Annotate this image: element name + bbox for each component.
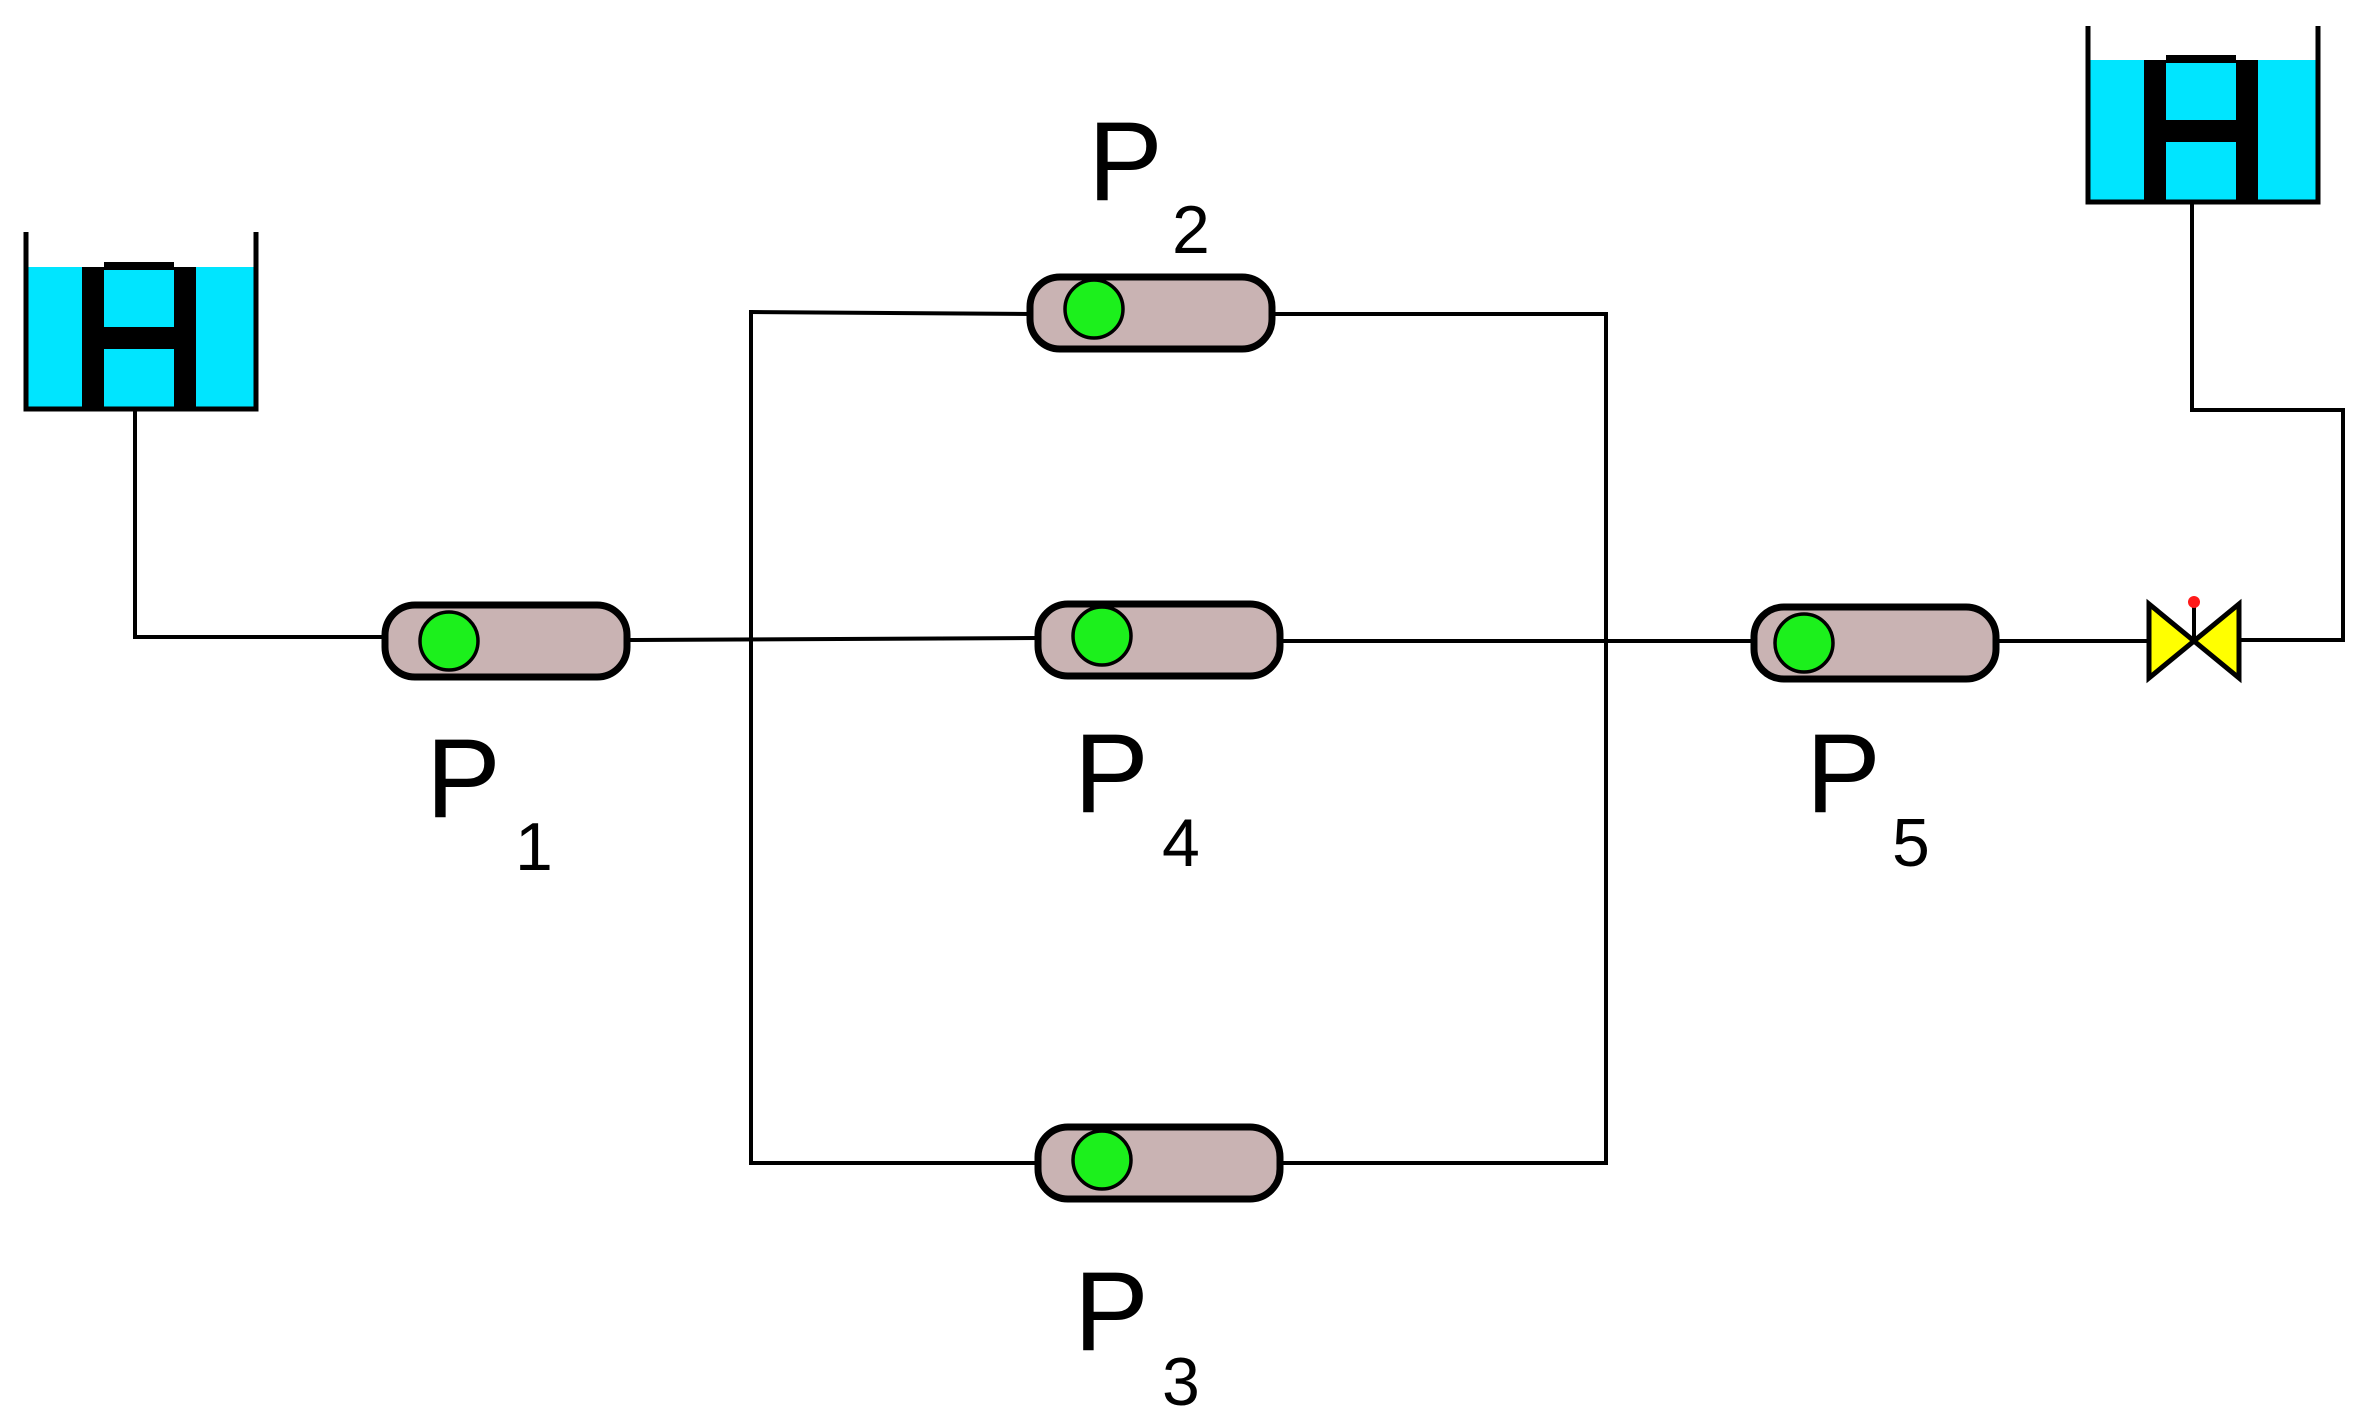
gate-valve-icon [2146, 598, 2198, 684]
pump-label-index: 2 [1172, 192, 1210, 268]
source-tank [23, 232, 259, 412]
pump-label-index: 4 [1162, 805, 1200, 881]
tank-divider-right [2236, 60, 2258, 200]
tank-wall [23, 232, 259, 412]
label-p2: P 2 [1088, 99, 1210, 268]
pump-label-index: 3 [1162, 1344, 1200, 1420]
label-p3: P 3 [1074, 1249, 1200, 1420]
pipe-network [133, 203, 2345, 1165]
tank-divider-top [2166, 55, 2236, 63]
pump-status-light [418, 610, 480, 672]
outlet-tank [2085, 26, 2321, 205]
pipe-p1-to-p4 [625, 635, 1038, 643]
pump-label-letter: P [426, 716, 501, 841]
tank-divider-middle [104, 327, 174, 349]
tank-divider-middle [2166, 120, 2236, 142]
pump-label-letter: P [1806, 711, 1881, 836]
pump-p3 [1034, 1123, 1284, 1203]
pump-label-letter: P [1074, 1249, 1149, 1374]
tank-divider-top [104, 262, 174, 270]
tank-divider-right [174, 267, 196, 407]
pump-label-letter: P [1088, 99, 1163, 224]
pump-status-light [1071, 1129, 1133, 1191]
label-p1: P 1 [426, 716, 553, 885]
gate-valve-icon [2190, 598, 2242, 684]
pump-p5 [1750, 603, 2000, 683]
pump-label-index: 5 [1892, 805, 1930, 881]
pipe-valve-to-outlet [2190, 203, 2345, 642]
pump-status-light [1773, 612, 1835, 674]
valve-indicator-dot [2188, 596, 2200, 608]
pump-status-light [1071, 605, 1133, 667]
tank-divider-left [2144, 60, 2166, 200]
pump-p4 [1034, 600, 1284, 680]
label-p4: P 4 [1074, 711, 1200, 881]
tank-divider-left [82, 267, 104, 407]
pump-status-light [1063, 278, 1125, 340]
tank-wall [2085, 26, 2321, 205]
pump-label-letter: P [1074, 711, 1149, 836]
label-p5: P 5 [1806, 711, 1930, 881]
pipe-left-to-p2 [748, 309, 1033, 317]
pump-p1 [381, 601, 631, 681]
pipe-source-to-p1 [133, 408, 387, 639]
pump-label-index: 1 [515, 809, 553, 885]
valve [2146, 596, 2242, 684]
pump-p2 [1026, 273, 1276, 353]
